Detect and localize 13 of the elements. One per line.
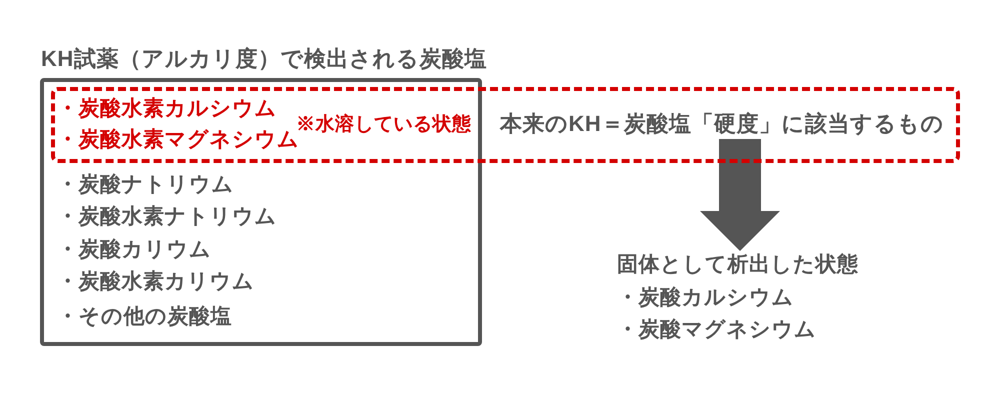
- box-heading: KH試薬（アルカリ度）で検出される炭酸塩: [41, 45, 487, 73]
- statement-text: 本来のKH＝炭酸塩「硬度」に該当するもの: [500, 109, 940, 139]
- highlight-frame: [51, 87, 960, 163]
- list-item: ・炭酸カルシウム: [617, 285, 794, 311]
- list-item: ・炭酸マグネシウム: [617, 317, 816, 343]
- list-item: ・炭酸水素カリウム: [57, 269, 254, 295]
- list-item: ・その他の炭酸塩: [57, 304, 232, 330]
- list-item: ・炭酸水素カルシウム: [57, 96, 277, 122]
- list-item: ・炭酸ナトリウム: [57, 172, 234, 198]
- list-item: ・炭酸水素ナトリウム: [57, 204, 277, 230]
- list-item: ・炭酸カリウム: [57, 237, 212, 263]
- result-heading: 固体として析出した状態: [617, 252, 858, 278]
- block-arrow: [700, 139, 780, 251]
